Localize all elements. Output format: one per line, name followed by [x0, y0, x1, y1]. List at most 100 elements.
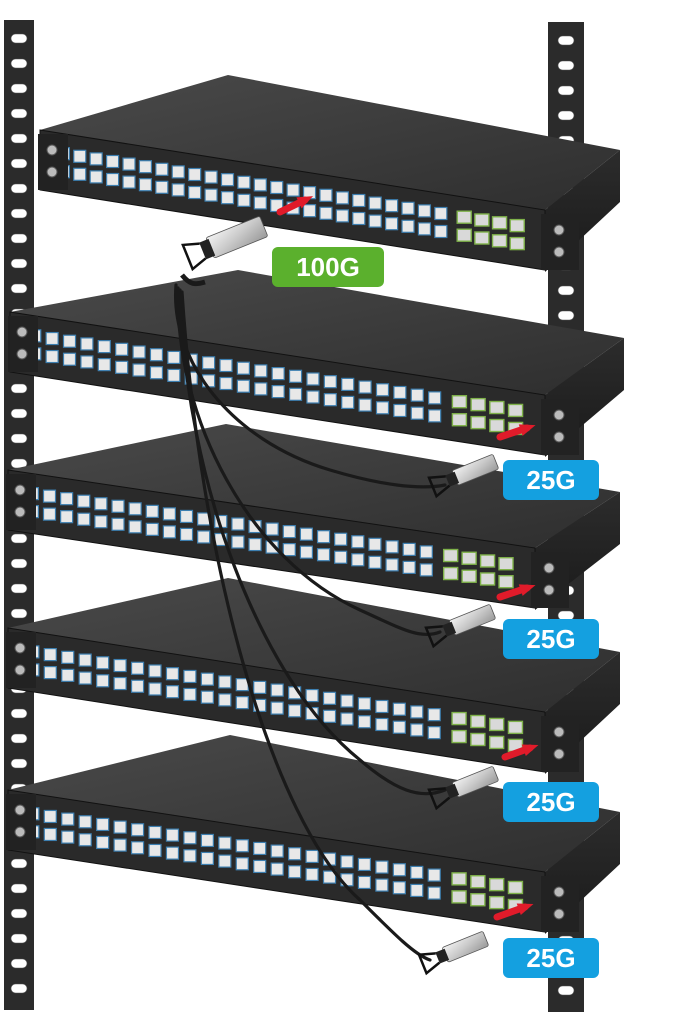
switch-port: [45, 331, 59, 346]
downlink-label-badge: [503, 938, 599, 978]
uplink-label-text: 100G: [296, 252, 360, 282]
rail-slot: [10, 933, 28, 944]
switch-port: [165, 828, 180, 842]
switch-port: [130, 823, 145, 837]
rail-slot: [557, 285, 575, 296]
switch-port: [375, 860, 389, 874]
switch-port: [138, 160, 153, 174]
switch-port: [270, 180, 284, 195]
switch-port: [253, 196, 267, 210]
screw: [14, 804, 26, 816]
switch-port: [340, 712, 354, 726]
sfp28-module: [417, 931, 489, 976]
rail-slot: [10, 433, 28, 444]
downlink-label-4: 25G: [503, 938, 599, 978]
switch-port: [401, 201, 415, 215]
uplink-port: [461, 569, 477, 583]
rack-ear-left: [38, 134, 68, 190]
switch-port: [155, 180, 169, 194]
uplink-port: [456, 228, 472, 242]
uplink-port: [451, 711, 467, 726]
switch-port: [305, 688, 319, 703]
switch-port: [334, 550, 348, 564]
switch-port: [80, 355, 94, 369]
switch-port: [62, 334, 77, 348]
switch-port: [270, 683, 284, 697]
rack-ear-right: [531, 552, 569, 608]
downlink-arrow-head: [518, 584, 536, 596]
uplink-port: [442, 566, 459, 581]
switch-port: [77, 494, 91, 508]
uplink-port: [461, 551, 477, 565]
uplink-port: [498, 557, 514, 571]
switch-port: [385, 199, 399, 213]
switch-port: [357, 857, 372, 872]
switch-port: [115, 360, 129, 374]
rail-slot: [557, 110, 575, 121]
switch-port: [231, 535, 245, 549]
switch-port: [231, 517, 245, 531]
pull-tab: [417, 952, 441, 976]
screw: [553, 246, 565, 258]
switch-port: [78, 671, 92, 685]
switch-port: [385, 217, 399, 231]
uplink-port: [474, 213, 490, 227]
uplink-port: [491, 216, 508, 230]
rail-slot: [10, 533, 28, 544]
switch-port: [254, 364, 268, 378]
switch-port: [218, 854, 232, 868]
switch-port: [128, 502, 142, 516]
switch-port: [61, 812, 75, 826]
switch-port: [428, 409, 442, 423]
screw: [543, 562, 555, 574]
switch-port: [305, 867, 319, 882]
uplink-port: [451, 729, 467, 744]
switch-port: [357, 697, 372, 711]
screw: [553, 409, 565, 421]
switch-port: [288, 865, 302, 879]
switch-port: [402, 560, 416, 574]
transceiver-body: [206, 216, 268, 258]
uplink-port: [507, 403, 524, 418]
switch-port: [42, 507, 57, 521]
switch-port: [78, 815, 92, 829]
switch-port: [149, 366, 164, 380]
switch-port: [62, 352, 77, 366]
downlink-label-3: 25G: [503, 782, 599, 822]
switch-port: [78, 653, 92, 667]
switch-port: [254, 382, 268, 396]
switch-port: [167, 350, 181, 365]
switch-port: [368, 537, 382, 551]
downlink-arrow-head: [516, 903, 534, 915]
switch-port: [392, 720, 406, 734]
uplink-arrow-head: [296, 196, 314, 209]
switch-port: [410, 406, 424, 420]
switch-port: [393, 385, 407, 400]
downlink-label-badge: [503, 782, 599, 822]
switch-port: [358, 398, 372, 412]
switch-port: [113, 838, 127, 852]
switch-port: [188, 167, 202, 182]
rail-slot: [10, 708, 28, 719]
downlink-label-text: 25G: [526, 787, 575, 817]
switch-port: [235, 857, 249, 871]
rail-slot: [10, 258, 28, 269]
switch-port: [306, 390, 320, 404]
switch-port: [357, 715, 372, 729]
transceiver-boot: [199, 238, 216, 260]
switch-port: [80, 337, 94, 351]
switch-port: [148, 664, 162, 678]
switch-port: [368, 555, 382, 569]
uplink-port: [479, 554, 496, 568]
switch-port: [42, 489, 57, 503]
switch-port: [183, 687, 197, 702]
uplink-port: [470, 893, 486, 907]
switch-port: [270, 862, 284, 876]
switch-port: [427, 886, 441, 900]
switch-port: [219, 376, 233, 391]
rail-slot: [10, 33, 28, 44]
screw: [14, 484, 26, 496]
switch-port: [288, 847, 302, 861]
switch-port: [288, 704, 302, 718]
rail-slot: [557, 60, 575, 71]
